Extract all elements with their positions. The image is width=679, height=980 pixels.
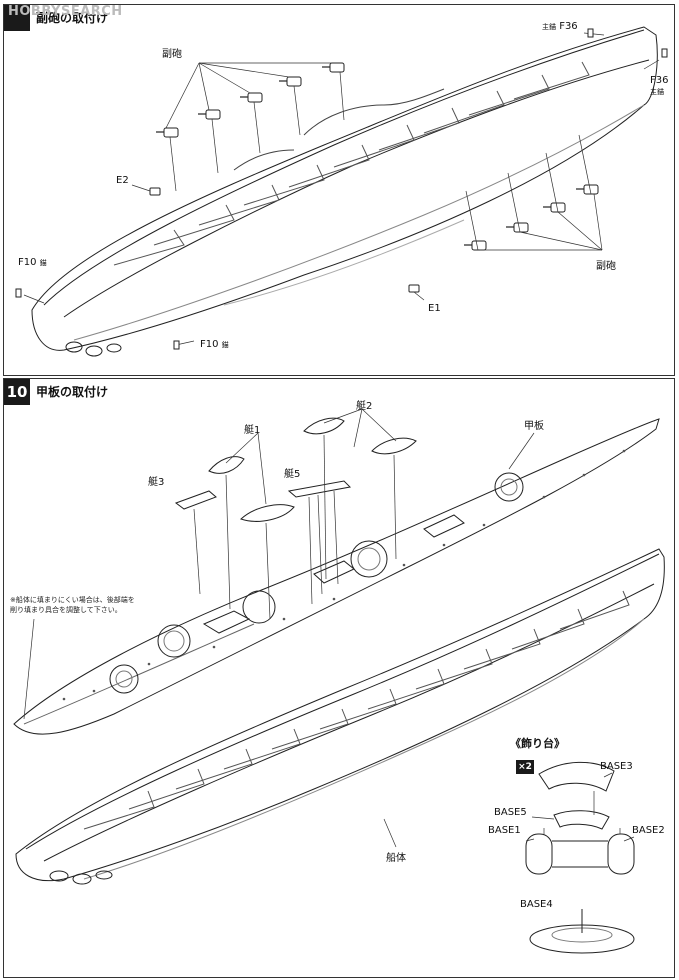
label-f10-bottom: F10 錨 — [200, 339, 229, 350]
step-9-panel: 副砲の取付け — [3, 4, 675, 376]
label-f10-left: F10 錨 — [18, 257, 47, 268]
label-tei1: 艇1 — [244, 425, 261, 436]
step-10-panel: 10 甲板の取付け — [3, 378, 675, 978]
label-fukuhou-top: 副砲 — [162, 49, 182, 60]
step-10-title: 甲板の取付け — [36, 385, 109, 399]
label-f10-bottom-part: F10 — [200, 339, 219, 350]
label-f36-right-part: F36 — [650, 75, 669, 86]
label-f10-bottom-note: 錨 — [221, 341, 229, 349]
label-f36-top-part: F36 — [559, 21, 578, 32]
label-f36-top: 主錨 F36 — [542, 21, 578, 32]
label-e2: E2 — [116, 175, 129, 186]
watermark-text: HOBBYSEARCH — [8, 4, 123, 19]
label-f36-right: F36 主錨 — [650, 75, 668, 98]
step-number-9 — [4, 5, 30, 31]
label-fukuhou-right: 副砲 — [596, 261, 616, 272]
label-tei5: 艇5 — [284, 469, 301, 480]
label-f36-right-note: 主錨 — [650, 88, 664, 96]
fitting-note: ※船体に填まりにくい場合は、後部端を削り填まり具合を調整して下さい。 — [10, 596, 135, 614]
step-9-title: 副砲の取付け — [36, 11, 109, 25]
label-e1: E1 — [428, 303, 441, 314]
hull-drawing-step10 — [13, 408, 665, 954]
label-base5: BASE5 — [494, 807, 527, 818]
stand-title: 《飾り台》 — [510, 737, 565, 750]
label-tei2: 艇2 — [356, 401, 373, 412]
label-f36-top-note: 主錨 — [542, 23, 556, 31]
label-tei3: 艇3 — [148, 477, 165, 488]
label-f10-left-part: F10 — [18, 257, 37, 268]
label-base4: BASE4 — [520, 899, 553, 910]
label-base3: BASE3 — [600, 761, 633, 772]
stand-quantity-badge: ×2 — [516, 760, 534, 774]
hull-drawing-step9 — [15, 26, 668, 357]
label-base1: BASE1 — [488, 825, 521, 836]
label-f10-left-note: 錨 — [39, 259, 47, 267]
step-number-10: 10 — [4, 379, 30, 405]
label-kanpan: 甲板 — [524, 421, 544, 432]
label-base2: BASE2 — [632, 825, 665, 836]
label-sentai: 船体 — [386, 853, 406, 864]
